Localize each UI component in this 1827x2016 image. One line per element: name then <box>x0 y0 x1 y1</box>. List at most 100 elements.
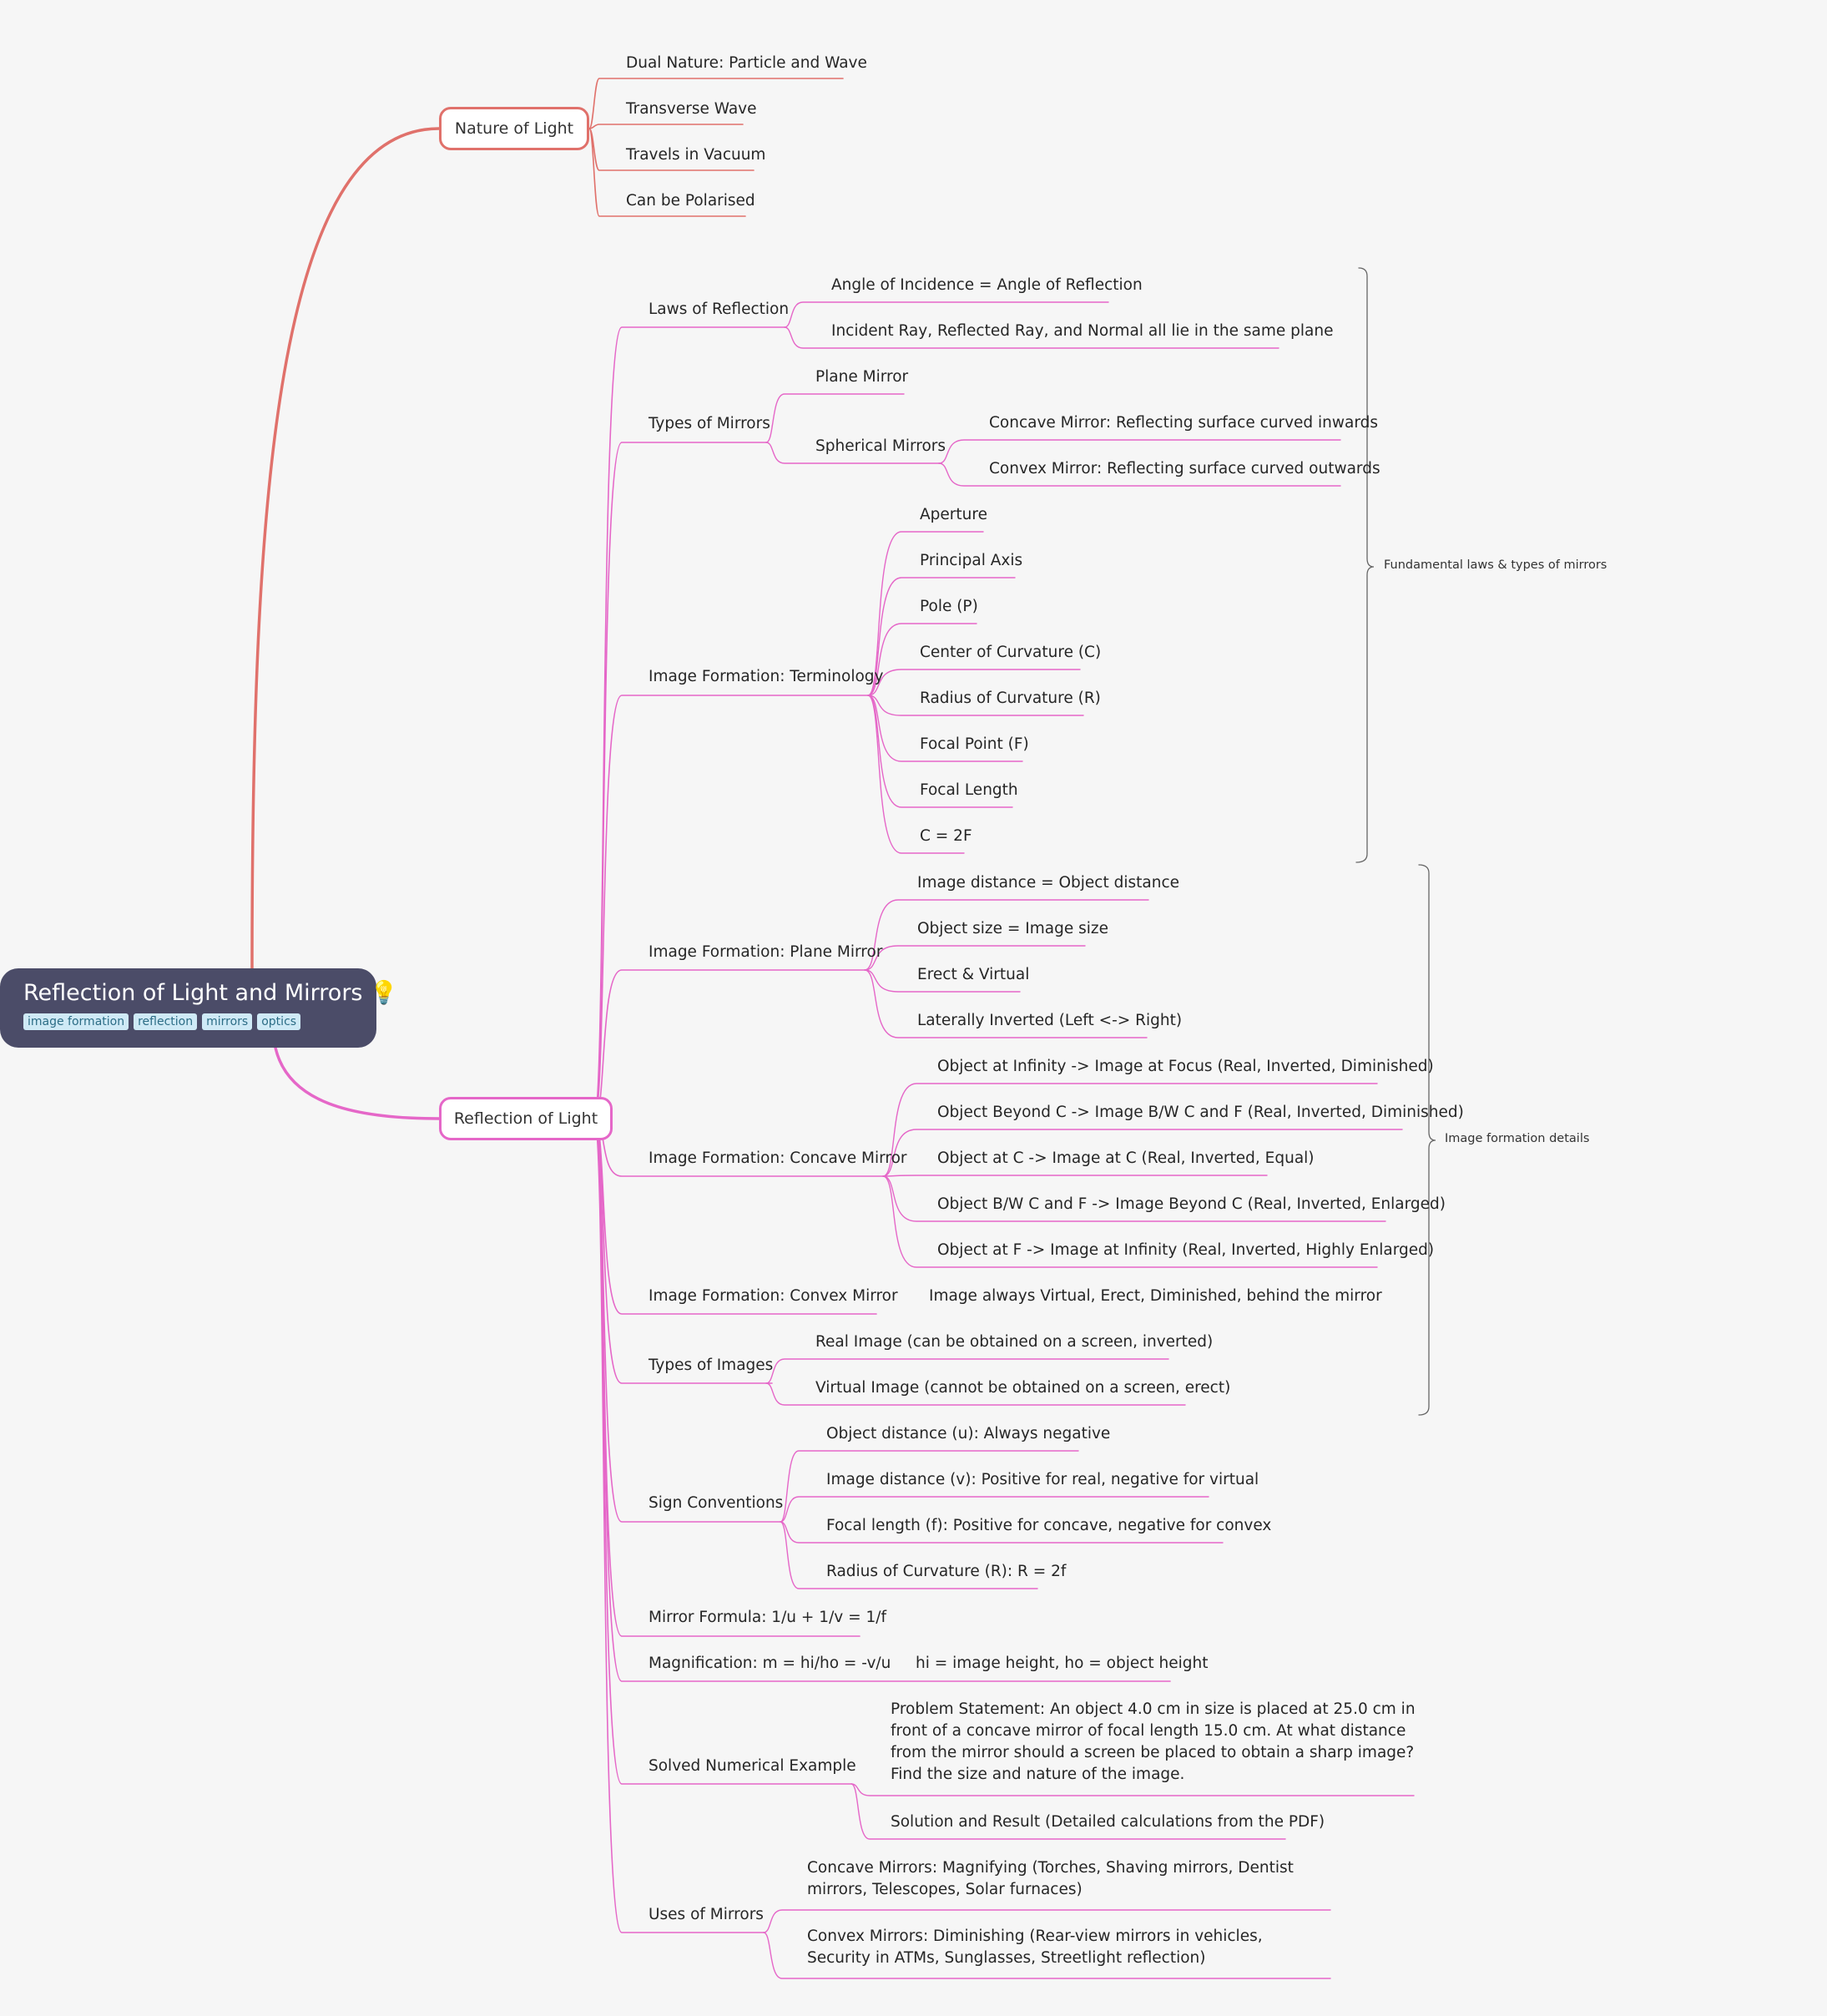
summary-bracket <box>1355 267 1375 863</box>
connector-line <box>765 442 942 464</box>
connector-line <box>784 301 1109 328</box>
topic-item[interactable]: Focal Point (F) <box>920 735 1029 753</box>
connector-line <box>780 1496 1209 1523</box>
topic-image-formation-concave-mirror[interactable]: Image Formation: Concave Mirror <box>649 1149 907 1167</box>
connector-line <box>882 1175 1378 1268</box>
topic-item[interactable]: Object at Infinity -> Image at Focus (Re… <box>937 1058 1434 1075</box>
topic-item[interactable]: Virtual Image (cannot be obtained on a s… <box>815 1379 1231 1397</box>
topic-item[interactable]: Incident Ray, Reflected Ray, and Normal … <box>831 322 1334 340</box>
topic-types-of-images[interactable]: Types of Images <box>649 1357 774 1374</box>
summary-bracket <box>1418 864 1436 1416</box>
topic-item[interactable]: Plane Mirror <box>815 368 909 386</box>
topic-item[interactable]: Pole (P) <box>920 598 978 615</box>
topic-item[interactable]: Focal length (f): Positive for concave, … <box>826 1517 1272 1534</box>
topic-item[interactable]: Real Image (can be obtained on a screen,… <box>815 1333 1214 1351</box>
topic-solved-numerical-example[interactable]: Solved Numerical Example <box>649 1757 856 1775</box>
connector-root-nature <box>250 127 441 970</box>
topic-item[interactable]: Laterally Inverted (Left <-> Right) <box>917 1012 1183 1029</box>
topic-item[interactable]: Aperture <box>920 506 987 523</box>
connector-line <box>763 1909 1331 1933</box>
tag-reflection[interactable]: reflection <box>134 1013 198 1030</box>
connector-line <box>593 695 869 1119</box>
connector-line <box>850 1783 1286 1840</box>
topic-image-formation-plane-mirror[interactable]: Image Formation: Plane Mirror <box>649 943 883 961</box>
nature-item[interactable]: Dual Nature: Particle and Wave <box>626 54 867 72</box>
connector-line <box>780 1521 1224 1544</box>
nature-item[interactable]: Travels in Vacuum <box>626 146 766 164</box>
topic-item[interactable]: Object at F -> Image at Infinity (Real, … <box>937 1241 1435 1259</box>
topic-image-formation-terminology[interactable]: Image Formation: Terminology <box>649 668 884 685</box>
branch-reflection-of-light[interactable]: Reflection of Light <box>439 1097 613 1140</box>
connector-line <box>882 1129 1403 1177</box>
nature-item[interactable]: Can be Polarised <box>626 192 755 210</box>
connector-line <box>864 945 1086 971</box>
topic-item[interactable]: Image distance = Object distance <box>917 874 1179 892</box>
connector-line <box>938 439 1341 464</box>
connector-line <box>593 326 785 1119</box>
connector-line <box>780 1521 1038 1589</box>
topic-item-spherical-mirrors[interactable]: Spherical Mirrors <box>815 437 946 455</box>
topic-laws-of-reflection[interactable]: Laws of Reflection <box>649 301 790 318</box>
connector-line <box>882 1175 1386 1222</box>
topic-item[interactable]: Concave Mirrors: Magnifying (Torches, Sh… <box>807 1859 1294 1898</box>
topic-types-of-mirrors[interactable]: Types of Mirrors <box>649 415 770 432</box>
connector-line <box>864 969 1148 1038</box>
connector-line <box>867 577 1016 696</box>
connector-root-reflection <box>274 1046 441 1120</box>
branch-nature-of-light[interactable]: Nature of Light <box>439 107 589 150</box>
tag-optics[interactable]: optics <box>257 1013 301 1030</box>
connector-line <box>864 969 1021 993</box>
topic-item[interactable]: Erect & Virtual <box>917 966 1030 983</box>
sub-item[interactable]: Concave Mirror: Reflecting surface curve… <box>989 414 1379 432</box>
connector-line <box>593 969 866 1119</box>
connector-line <box>882 1083 1378 1177</box>
topic-item[interactable]: C = 2F <box>920 827 972 845</box>
problem-statement[interactable]: Problem Statement: An object 4.0 cm in s… <box>891 1700 1416 1783</box>
topic-item[interactable]: Principal Axis <box>920 552 1023 569</box>
topic-mirror-formula[interactable]: Mirror Formula: 1/u + 1/v = 1/f <box>649 1609 887 1626</box>
topic-item[interactable]: hi = image height, ho = object height <box>916 1655 1209 1672</box>
topic-item[interactable]: Object Beyond C -> Image B/W C and F (Re… <box>937 1104 1464 1121</box>
connector-line <box>882 1175 1268 1177</box>
topic-item[interactable]: Object distance (u): Always negative <box>826 1425 1111 1443</box>
topic-item[interactable]: Radius of Curvature (R) <box>920 690 1101 707</box>
connector-line <box>867 695 1013 808</box>
root-title: Reflection of Light and Mirrors 💡 <box>23 980 398 1006</box>
connector-line <box>867 669 1081 696</box>
connector-line <box>867 531 984 696</box>
connector-line <box>765 393 905 443</box>
summary-fundamental-laws[interactable]: Fundamental laws & types of mirrors <box>1384 558 1607 572</box>
topic-item[interactable]: Angle of Incidence = Angle of Reflection <box>831 276 1143 294</box>
connector-line <box>780 1450 1079 1523</box>
connector-line <box>763 1932 1331 1979</box>
topic-item[interactable]: Radius of Curvature (R): R = 2f <box>826 1563 1067 1580</box>
topic-image-formation-convex-mirror[interactable]: Image Formation: Convex Mirror <box>649 1287 898 1305</box>
connector-line <box>765 1382 1186 1406</box>
topic-item[interactable]: Object size = Image size <box>917 920 1108 937</box>
connector-line <box>867 623 977 696</box>
root-topic[interactable]: Reflection of Light and Mirrors 💡 image … <box>0 968 398 1048</box>
topic-sign-conventions[interactable]: Sign Conventions <box>649 1494 784 1512</box>
connector-line <box>593 1118 781 1523</box>
connector-line <box>588 124 744 129</box>
topic-item[interactable]: Solution and Result (Detailed calculatio… <box>891 1813 1325 1831</box>
connector-line <box>867 695 1084 716</box>
topic-item[interactable]: Convex Mirrors: Diminishing (Rear-view m… <box>807 1928 1263 1967</box>
summary-image-formation-details[interactable]: Image formation details <box>1445 1132 1590 1145</box>
topic-uses-of-mirrors[interactable]: Uses of Mirrors <box>649 1906 764 1923</box>
connector-line <box>938 462 1341 487</box>
topic-item[interactable]: Image distance (v): Positive for real, n… <box>826 1471 1259 1488</box>
connector-line <box>588 128 746 217</box>
nature-item[interactable]: Transverse Wave <box>626 100 757 118</box>
topic-magnification[interactable]: Magnification: m = hi/ho = -v/u <box>649 1655 891 1672</box>
sub-item[interactable]: Convex Mirror: Reflecting surface curved… <box>989 460 1380 477</box>
topic-item[interactable]: Object B/W C and F -> Image Beyond C (Re… <box>937 1195 1446 1213</box>
tag-image-formation[interactable]: image formation <box>23 1013 129 1030</box>
topic-item[interactable]: Focal Length <box>920 781 1018 799</box>
topic-item[interactable]: Image always Virtual, Erect, Diminished,… <box>929 1287 1382 1305</box>
connector-line <box>765 1358 1169 1384</box>
topic-item[interactable]: Object at C -> Image at C (Real, Inverte… <box>937 1149 1315 1167</box>
tag-mirrors[interactable]: mirrors <box>202 1013 253 1030</box>
topic-item[interactable]: Center of Curvature (C) <box>920 644 1102 661</box>
